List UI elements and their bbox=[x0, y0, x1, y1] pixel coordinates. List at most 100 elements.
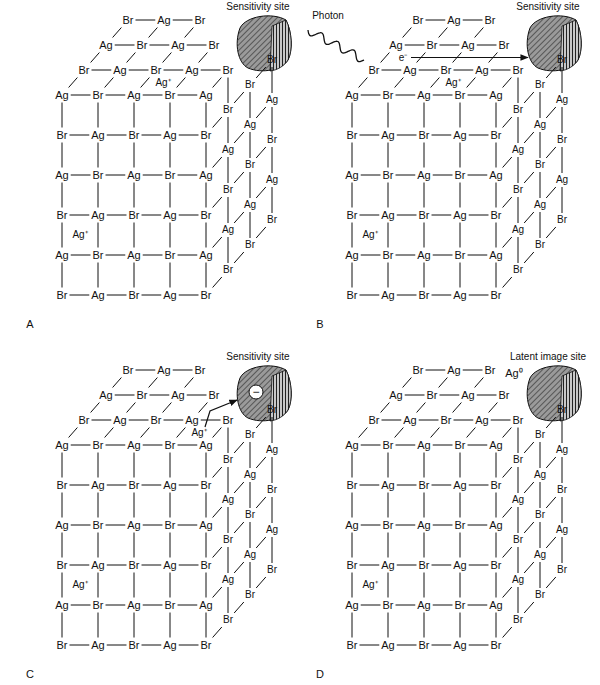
lattice-ion: Br bbox=[369, 415, 380, 426]
lattice-ion: Br bbox=[383, 170, 394, 181]
silver-ion: Ag⁺ bbox=[155, 78, 170, 88]
lattice-ion: Br bbox=[419, 560, 430, 571]
lattice-bond bbox=[518, 237, 519, 263]
lattice-bond bbox=[143, 95, 163, 96]
lattice-bond bbox=[432, 135, 452, 136]
lattice-ion: Br bbox=[93, 440, 104, 451]
lattice-bond bbox=[460, 183, 461, 208]
lattice-bond bbox=[467, 78, 476, 88]
lattice-bond bbox=[388, 103, 389, 128]
lattice-bond bbox=[256, 497, 266, 508]
lattice-bond bbox=[70, 295, 90, 296]
lattice-bond bbox=[187, 395, 207, 396]
lattice-ion: Br bbox=[535, 510, 545, 520]
lattice-ion: Br bbox=[383, 440, 394, 451]
lattice-bond bbox=[134, 103, 135, 128]
lattice-bond bbox=[352, 103, 353, 128]
lattice-ion: Br bbox=[369, 65, 380, 76]
lattice-ion: Ag bbox=[556, 175, 568, 185]
lattice-bond bbox=[164, 70, 184, 71]
lattice-bond bbox=[361, 95, 381, 96]
lattice-bond bbox=[107, 295, 127, 296]
lattice-ion: Br bbox=[535, 240, 545, 250]
lattice-bond bbox=[361, 605, 381, 606]
lattice-bond bbox=[352, 533, 353, 558]
lattice-bond bbox=[134, 613, 135, 638]
ion-arrow bbox=[205, 400, 237, 427]
lattice-ion: Ag bbox=[512, 225, 524, 235]
lattice-bond bbox=[503, 507, 512, 518]
lattice-bond bbox=[70, 135, 90, 136]
lattice-bond bbox=[206, 103, 207, 128]
lattice-bond bbox=[360, 215, 380, 216]
lattice-ion: Br bbox=[165, 90, 176, 101]
lattice-bond bbox=[540, 442, 541, 468]
lattice-bond bbox=[129, 420, 149, 421]
lattice-ion: Br bbox=[165, 440, 176, 451]
lattice-bond bbox=[468, 525, 488, 526]
lattice-ion: Br bbox=[491, 130, 502, 141]
lattice-ion: Br bbox=[413, 365, 424, 376]
lattice-bond bbox=[439, 378, 448, 388]
lattice-bond bbox=[395, 78, 404, 88]
lattice-bond bbox=[503, 78, 512, 88]
lattice-ion: Ag bbox=[417, 440, 430, 451]
lattice-bond bbox=[62, 493, 63, 518]
lattice-ion: Ag bbox=[512, 575, 524, 585]
lattice-bond bbox=[381, 53, 390, 63]
lattice-bond bbox=[62, 143, 63, 168]
lattice-ion: Br bbox=[535, 590, 545, 600]
lattice-ion: Ag bbox=[389, 40, 402, 51]
lattice-ion: Ag bbox=[266, 525, 278, 535]
lattice-ion: Ag bbox=[55, 250, 68, 261]
lattice-bond bbox=[206, 613, 207, 638]
lattice-bond bbox=[71, 525, 91, 526]
lattice-bond bbox=[546, 227, 556, 238]
lattice-bond bbox=[98, 453, 99, 478]
photon-label: Photon bbox=[312, 11, 344, 21]
lattice-ion: Br bbox=[209, 40, 220, 51]
lattice-bond bbox=[106, 95, 126, 96]
lattice-bond bbox=[460, 263, 461, 288]
lattice-bond bbox=[272, 107, 273, 133]
lattice-ion: Br bbox=[499, 40, 510, 51]
electron-arrow bbox=[411, 57, 528, 58]
lattice-ion: Br bbox=[455, 250, 466, 261]
lattice-ion: Br bbox=[485, 15, 496, 26]
lattice-bond bbox=[432, 215, 452, 216]
lattice-ion: Ag bbox=[534, 200, 546, 210]
lattice-bond bbox=[503, 627, 512, 638]
panel-letter: A bbox=[26, 319, 33, 330]
lattice-ion: Br bbox=[137, 40, 148, 51]
lattice-ion: Br bbox=[427, 40, 438, 51]
lattice-bond bbox=[70, 645, 90, 646]
lattice-bond bbox=[546, 457, 556, 468]
lattice-bond bbox=[199, 53, 208, 63]
lattice-bond bbox=[562, 107, 563, 133]
lattice-ion: Ag bbox=[199, 600, 212, 611]
lattice-bond bbox=[496, 533, 497, 558]
lattice-bond bbox=[69, 428, 78, 438]
lattice-ion: Br bbox=[383, 520, 394, 531]
lattice-ion: Br bbox=[57, 130, 68, 141]
lattice-bond bbox=[524, 252, 534, 263]
lattice-bond bbox=[106, 175, 126, 176]
lattice-ion: Br bbox=[151, 65, 162, 76]
lattice-bond bbox=[491, 70, 511, 71]
lattice-ion: Br bbox=[441, 65, 452, 76]
lattice-bond bbox=[496, 143, 497, 168]
lattice-bond bbox=[475, 378, 484, 388]
lattice-ion: Br bbox=[513, 535, 523, 545]
lattice-bond bbox=[518, 117, 519, 143]
lattice-ion: Ag bbox=[403, 415, 416, 426]
lattice-bond bbox=[141, 78, 150, 88]
lattice-bond bbox=[62, 453, 63, 478]
lattice-bond bbox=[142, 215, 162, 216]
lattice-ion: Br bbox=[347, 210, 358, 221]
lattice-ion: Br bbox=[201, 130, 212, 141]
lattice-ion: Br bbox=[129, 130, 140, 141]
lattice-bond bbox=[424, 613, 425, 638]
lattice-bond bbox=[460, 493, 461, 518]
lattice-bond bbox=[426, 20, 446, 21]
lattice-bond bbox=[234, 482, 244, 493]
